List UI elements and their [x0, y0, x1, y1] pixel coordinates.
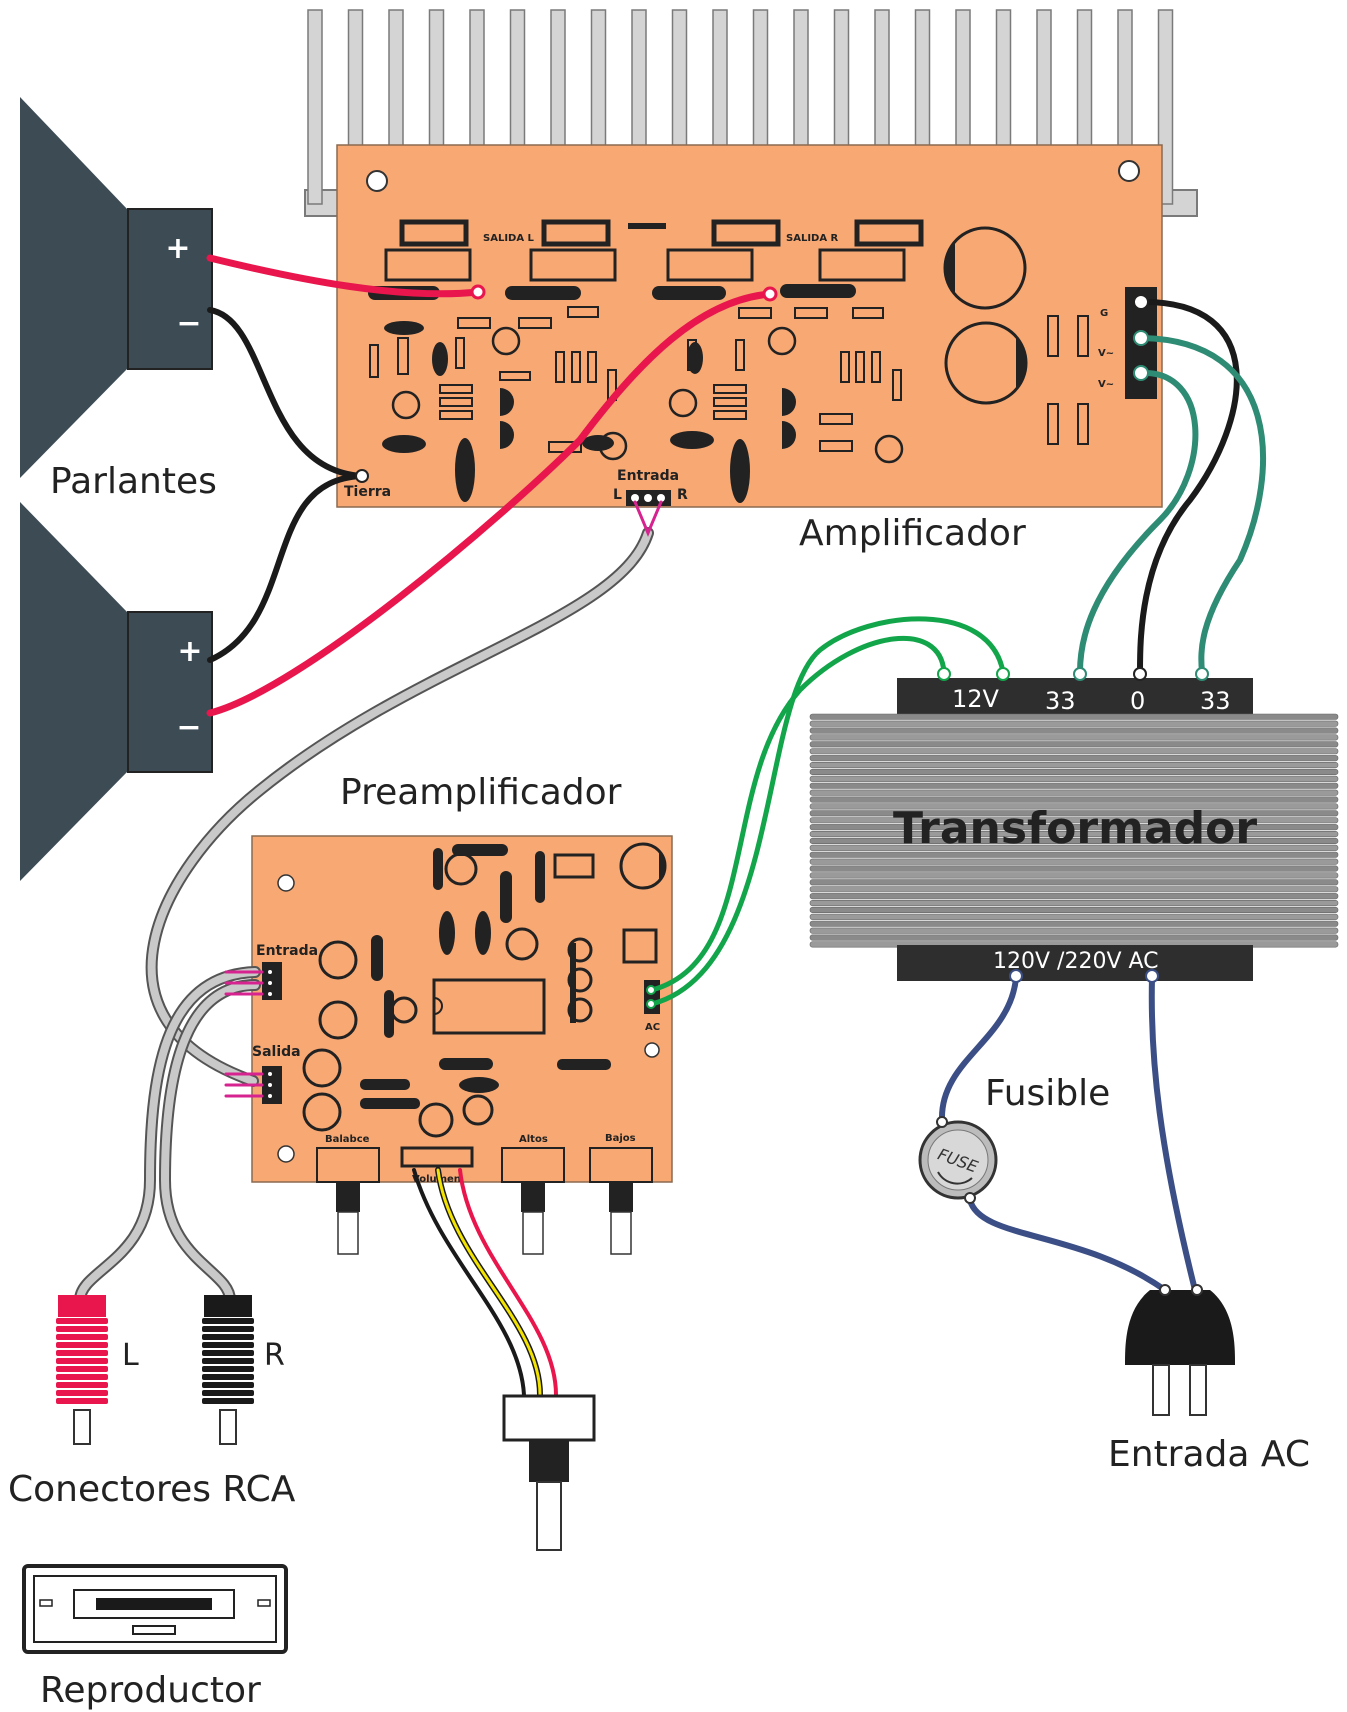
amplificador-label: Amplificador	[799, 513, 1026, 554]
salida-l-label: SALIDA L	[483, 233, 535, 244]
speaker-top-plus: +	[165, 231, 190, 266]
altos-label: Altos	[519, 1134, 548, 1145]
preamp-ac-label: AC	[645, 1022, 660, 1033]
v-terminal-label-1: V~	[1098, 348, 1114, 359]
parlantes-label: Parlantes	[50, 461, 217, 502]
rca-l-label: L	[122, 1338, 139, 1373]
salida-r-label: SALIDA R	[786, 233, 839, 244]
tierra-label: Tierra	[344, 484, 391, 500]
amp-entrada-label: Entrada	[617, 468, 679, 484]
balance-label: Balabce	[325, 1134, 370, 1145]
bajos-label: Bajos	[605, 1133, 636, 1144]
transformer: Transformador 12V 33 0 33 120V /220V AC	[809, 678, 1339, 981]
rca-left	[56, 1295, 108, 1445]
tx-0-label: 0	[1130, 687, 1145, 715]
speaker-top-minus: −	[176, 306, 201, 341]
ac-plug	[1125, 1284, 1235, 1416]
entrada-ac-label: Entrada AC	[1108, 1434, 1310, 1475]
volume-pot[interactable]	[502, 1394, 596, 1551]
speaker-bottom-plus: +	[177, 634, 202, 669]
tx-primary-label: 120V /220V AC	[993, 949, 1159, 974]
fusible-label: Fusible	[985, 1073, 1110, 1114]
preamp-entrada-label: Entrada	[256, 943, 318, 959]
preamp-board: Entrada Salida AC Balabce Altos Bajos Vo…	[251, 835, 673, 1255]
rca-right	[202, 1295, 254, 1445]
conectores-rca-label: Conectores RCA	[8, 1469, 296, 1510]
altos-pot[interactable]	[501, 1147, 565, 1255]
g-terminal-label: G	[1100, 308, 1108, 319]
speaker-bottom: + −	[20, 502, 213, 881]
fuse: FUSE	[918, 1116, 998, 1204]
v-terminal-label-2: V~	[1098, 379, 1114, 390]
tx-33-right-label: 33	[1200, 687, 1231, 715]
bajos-pot[interactable]	[589, 1147, 653, 1255]
terminals	[266, 284, 1209, 1100]
tx-12v-label: 12V	[952, 685, 1000, 713]
wires	[74, 254, 1267, 1398]
speaker-bottom-minus: −	[176, 710, 201, 745]
preamp-salida-label: Salida	[252, 1044, 301, 1060]
amplifier-board: SALIDA L SALIDA R Entrada L R Tierra G V…	[336, 144, 1163, 508]
volumen-label: Volumen	[412, 1174, 461, 1185]
player-device	[22, 1564, 288, 1654]
balance-pot[interactable]	[316, 1147, 380, 1255]
tx-33-left-label: 33	[1045, 687, 1076, 715]
amp-entrada-r-label: R	[677, 487, 688, 503]
transformador-label: Transformador	[893, 803, 1257, 854]
reproductor-label: Reproductor	[40, 1670, 261, 1711]
rca-r-label: R	[264, 1338, 285, 1373]
speaker-top: + −	[20, 97, 213, 478]
preamplificador-label: Preamplificador	[340, 772, 622, 813]
amp-entrada-l-label: L	[613, 487, 622, 503]
